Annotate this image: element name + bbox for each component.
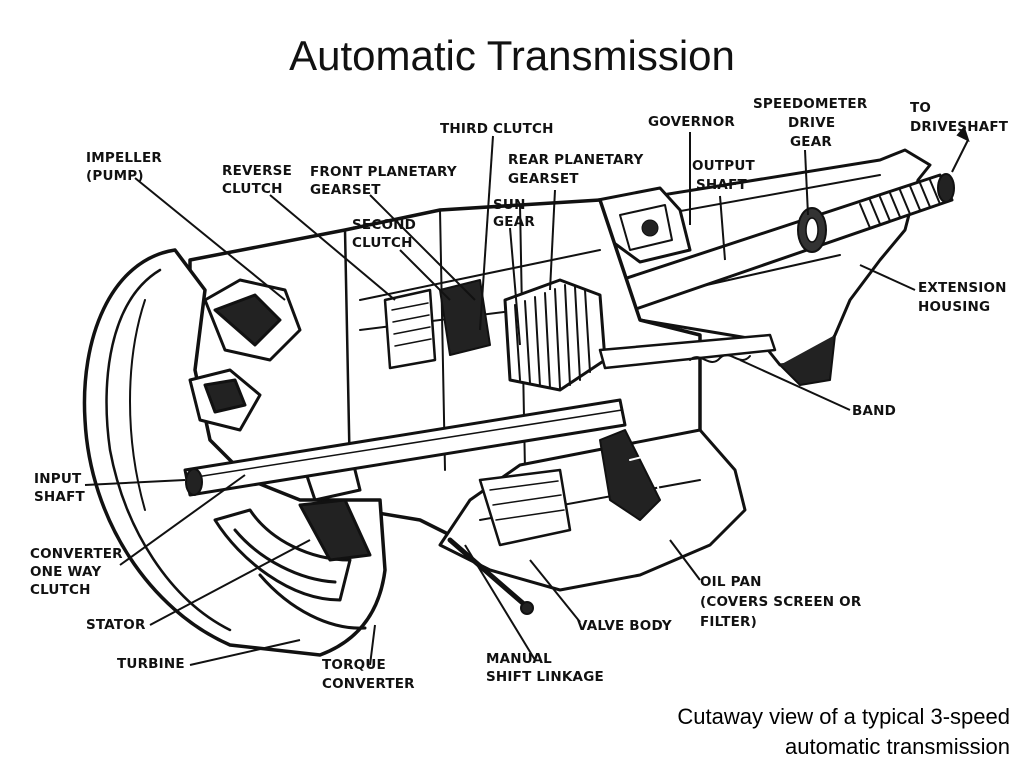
label-sun-gear: SUN GEAR [493, 197, 535, 230]
leader-rear-planetary [549, 189, 556, 291]
label-to-driveshaft: TO DRIVESHAFT [910, 100, 1009, 135]
label-impeller: IMPELLER (PUMP) [86, 150, 167, 184]
leader-extension-housing [859, 264, 916, 291]
leader-valve-body [529, 559, 581, 623]
label-rear-planetary: REAR PLANETARY GEARSET [508, 152, 648, 187]
leader-torque-converter [369, 624, 376, 666]
label-torque-converter: TORQUE CONVERTER [322, 657, 415, 692]
leader-output-shaft [719, 195, 726, 261]
leader-to-driveshaft [951, 139, 969, 173]
slide-caption: Cutaway view of a typical 3-speed automa… [590, 702, 1010, 762]
label-band: BAND [852, 403, 896, 419]
label-turbine: TURBINE [117, 656, 185, 672]
label-stator: STATOR [86, 617, 146, 633]
label-input-shaft: INPUT SHAFT [34, 471, 86, 505]
leader-speedometer [804, 149, 809, 216]
label-second-clutch: SECOND CLUTCH [352, 217, 421, 251]
leader-reverse-clutch [269, 194, 396, 301]
leader-front-planetary [369, 194, 476, 301]
valve-body-shape [478, 468, 572, 547]
label-third-clutch: THIRD CLUTCH [440, 121, 554, 137]
leader-turbine [189, 639, 301, 666]
manual-shift-linkage-shape [447, 537, 534, 615]
label-front-planetary: FRONT PLANETARY GEARSET [310, 164, 462, 198]
callout-labels: IMPELLER (PUMP) REVERSE CLUTCH FRONT PLA… [30, 96, 1012, 692]
label-reverse-clutch: REVERSE CLUTCH [222, 163, 297, 197]
leader-sun-gear [509, 227, 521, 346]
label-converter-one-way: CONVERTER ONE WAY CLUTCH [30, 546, 128, 598]
leader-second-clutch [399, 249, 451, 301]
leader-stator [149, 539, 311, 626]
label-manual-shift: MANUAL SHIFT LINKAGE [486, 651, 604, 685]
caption-line-2: automatic transmission [785, 734, 1010, 759]
leader-band [739, 359, 851, 411]
leader-oil-pan [669, 539, 701, 581]
label-output-shaft: OUTPUT SHAFT [692, 158, 760, 193]
planetary-gears-shape [383, 278, 607, 392]
label-oil-pan: OIL PAN (COVERS SCREEN OR FILTER) [700, 574, 866, 630]
leader-to-driveshaft-arrowhead [956, 126, 970, 142]
slide-title: Automatic Transmission [289, 32, 735, 79]
caption-line-1: Cutaway view of a typical 3-speed [677, 704, 1010, 729]
label-governor: GOVERNOR [648, 114, 735, 130]
leader-third-clutch [479, 135, 494, 331]
label-valve-body: VALVE BODY [577, 618, 672, 634]
input-shaft-shape [183, 398, 627, 497]
leader-lines [84, 126, 970, 666]
label-extension-housing: EXTENSION HOUSING [918, 280, 1012, 315]
speedometer-gear-shape [797, 207, 827, 253]
leader-manual-shift [464, 544, 536, 661]
leader-impeller [134, 177, 286, 301]
leader-input-shaft [84, 479, 186, 486]
transmission-illustration [82, 148, 955, 657]
label-speedometer: SPEEDOMETER DRIVE GEAR [753, 96, 872, 150]
leader-converter-one-way [119, 474, 246, 566]
